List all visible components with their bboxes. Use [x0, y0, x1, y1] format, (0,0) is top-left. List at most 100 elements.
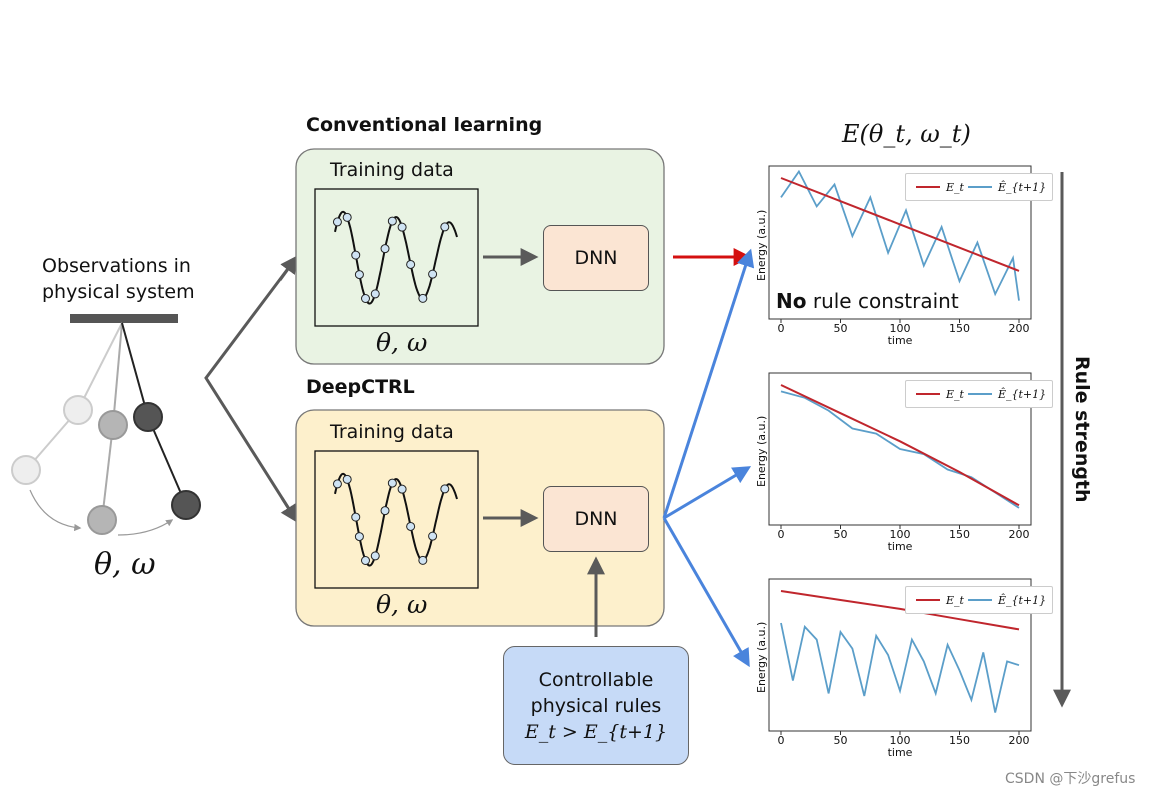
y-axis-label: Energy (a.u.): [755, 621, 768, 693]
deepctrl-training-label: Training data: [330, 421, 454, 443]
legend-entry: E_t: [946, 387, 964, 401]
x-tick-label: 200: [1008, 528, 1030, 541]
x-axis-label: time: [887, 746, 913, 759]
training-sample-point: [342, 212, 352, 222]
pendulum-bob-mid-1: [98, 410, 128, 440]
training-sample-point: [428, 269, 438, 279]
legend-swatch: [967, 393, 992, 395]
observations-title-line2: physical system: [42, 281, 195, 303]
training-sample-point: [332, 217, 342, 227]
pendulum-state-label: θ, ω: [94, 547, 156, 582]
series-e-t-line: [780, 384, 1020, 507]
training-sample-point: [380, 506, 390, 516]
x-tick-label: 0: [777, 528, 785, 541]
training-sample-point: [354, 532, 364, 542]
training-sample-point: [370, 289, 380, 299]
pendulum-rod-mid: [112, 322, 123, 426]
training-sample-point: [397, 484, 407, 494]
no-constraint-rest: rule constraint: [812, 289, 959, 313]
legend-swatch: [967, 186, 992, 188]
training-sample-point: [370, 551, 380, 561]
x-axis-label: time: [887, 540, 913, 553]
blue-output-arrow-bottom: [662, 517, 750, 668]
x-tick-label: 100: [889, 528, 911, 541]
deepctrl-wave: [332, 472, 458, 567]
series-e-t-line: [780, 590, 1020, 631]
pendulum-pivot-bar: [70, 314, 178, 323]
x-tick-label: 150: [949, 734, 970, 747]
x-tick-label: 0: [777, 322, 785, 335]
x-tick-label: 100: [889, 734, 911, 747]
training-sample-point: [351, 250, 361, 260]
blue-output-arrow-top: [662, 248, 755, 519]
pendulum-bob-mid-2: [87, 505, 117, 535]
x-tick-label: 0: [777, 734, 785, 747]
legend-entry: Ê_{t+1}: [997, 387, 1047, 401]
training-sample-point: [428, 531, 438, 541]
energy-charts: [768, 165, 1032, 735]
training-sample-point: [406, 259, 416, 269]
branch-line: [204, 257, 298, 521]
conventional-wave: [332, 210, 458, 305]
y-axis-label: Energy (a.u.): [755, 209, 768, 281]
x-tick-label: 200: [1008, 734, 1030, 747]
training-sample-point: [380, 244, 390, 254]
legend-entry: E_t: [946, 180, 964, 194]
training-sample-point: [332, 479, 342, 489]
energy-header: E(θ_t, ω_t): [842, 120, 971, 148]
legend-entry: Ê_{t+1}: [997, 593, 1047, 607]
rules-formula: E_t > E_{t+1}: [504, 719, 688, 745]
x-tick-label: 50: [833, 528, 848, 541]
conventional-dnn-box: DNN: [543, 225, 649, 291]
training-sample-point: [361, 294, 370, 304]
training-sample-point: [361, 556, 370, 566]
training-sample-point: [440, 222, 450, 232]
pendulum-swing-arrow-1: [29, 489, 82, 532]
conventional-title: Conventional learning: [306, 114, 543, 136]
training-sample-point: [397, 222, 407, 232]
legend-swatch: [967, 599, 992, 601]
training-sample-point: [354, 270, 364, 280]
training-sample-point: [418, 555, 428, 565]
legend-swatch: [916, 186, 940, 188]
pendulum-illustration: [11, 314, 201, 536]
pendulum-rod-dark: [121, 322, 149, 418]
blue-output-arrow-mid: [663, 466, 752, 520]
rule-strength-label: Rule strength: [1071, 356, 1093, 503]
legend-swatch: [916, 393, 940, 395]
arrow-to-deepctrl: [280, 497, 298, 524]
rules-line1: Controllable: [538, 669, 654, 691]
x-tick-label: 100: [889, 322, 911, 335]
series-e-hat-line: [780, 169, 1020, 301]
controllable-rules-box: Controllable physical rules E_t > E_{t+1…: [503, 646, 689, 765]
x-tick-label: 150: [949, 528, 970, 541]
training-sample-point: [387, 216, 397, 226]
rules-formula-text: E_t > E_{t+1}: [524, 721, 668, 743]
pendulum-bob-light-2: [11, 455, 41, 485]
rules-line2: physical rules: [530, 695, 662, 717]
pendulum-rod-light: [77, 322, 123, 411]
x-tick-label: 50: [833, 322, 848, 335]
training-sample-point: [342, 474, 352, 484]
x-tick-label: 150: [949, 322, 970, 335]
conventional-state-label: θ, ω: [376, 328, 428, 357]
conventional-panel: [295, 148, 665, 365]
training-sample-point: [406, 521, 416, 531]
series-e-hat-line: [780, 622, 1020, 713]
deepctrl-title: DeepCTRL: [306, 376, 415, 398]
chart-legend: E_t Ê_{t+1}: [905, 380, 1054, 408]
deepctrl-training-plot: [314, 450, 479, 589]
x-axis-label: time: [887, 334, 913, 347]
legend-swatch: [916, 599, 940, 601]
pendulum-swing-arrow-2: [117, 519, 174, 536]
pendulum-bob-dark-2: [171, 490, 201, 520]
y-axis-label: Energy (a.u.): [755, 415, 768, 487]
training-sample-point: [351, 512, 361, 522]
arrow-to-conventional: [278, 255, 299, 281]
deepctrl-state-label: θ, ω: [376, 590, 428, 619]
pendulum-bob-light-1: [63, 395, 93, 425]
training-sample-point: [387, 478, 397, 488]
